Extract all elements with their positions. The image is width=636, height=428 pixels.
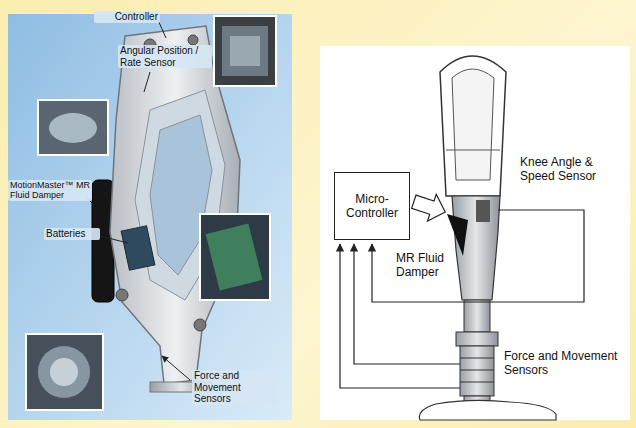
drawing-part — [96, 235, 128, 243]
drawing-part — [452, 69, 494, 180]
drawing-part — [419, 400, 556, 420]
drawing-part — [476, 200, 490, 222]
drawing-part — [460, 358, 494, 359]
controller-box: Micro-Controller — [334, 172, 410, 240]
drawing-part — [144, 72, 150, 92]
drawing-part — [38, 100, 108, 155]
drawing-part — [460, 370, 494, 371]
drawing-part — [214, 16, 276, 86]
photo-panel — [8, 14, 292, 420]
drawing-part — [162, 356, 190, 380]
drawing-part — [222, 26, 268, 76]
drawing-part — [440, 56, 506, 196]
drawing-part — [464, 300, 490, 332]
box-text: Micro-Controller — [340, 192, 404, 221]
drawing-part — [116, 289, 128, 301]
drawing-part — [158, 20, 166, 38]
part-label: MotionMaster™ MR Fluid Damper — [8, 180, 92, 201]
drawing-part — [200, 214, 270, 300]
part-label: Angular Position / Rate Sensor — [118, 45, 212, 68]
part-label: Force and Movement Sensors — [192, 370, 276, 405]
drawing-part — [410, 188, 450, 225]
drawing-part — [340, 244, 460, 388]
drawing-part — [446, 150, 500, 151]
part-label: Controller — [94, 11, 160, 23]
sensor-label: Knee Angle & Speed Sensor — [520, 156, 620, 184]
drawing-part — [38, 346, 90, 398]
drawing-part — [8, 14, 292, 420]
drawing-part — [456, 332, 498, 346]
part-label: Batteries — [44, 228, 100, 240]
drawing-part — [188, 35, 198, 45]
drawing-part — [194, 319, 206, 331]
drawing-part — [206, 224, 263, 291]
drawing-part — [50, 358, 78, 386]
drawing-part — [447, 214, 468, 256]
schematic-panel — [320, 46, 630, 420]
damper-label: MR Fluid Damper — [396, 252, 454, 280]
drawing-part — [92, 180, 114, 302]
drawing-part — [49, 113, 97, 143]
drawing-part — [460, 346, 494, 396]
drawing-part — [452, 196, 500, 300]
drawing-part — [121, 226, 155, 271]
drawing-part — [354, 244, 460, 364]
drawing-part — [320, 46, 630, 420]
sensor-label: Force and Movement Sensors — [504, 350, 626, 378]
drawing-part — [26, 334, 103, 410]
drawing-part — [460, 382, 494, 383]
drawing-part — [230, 36, 260, 66]
